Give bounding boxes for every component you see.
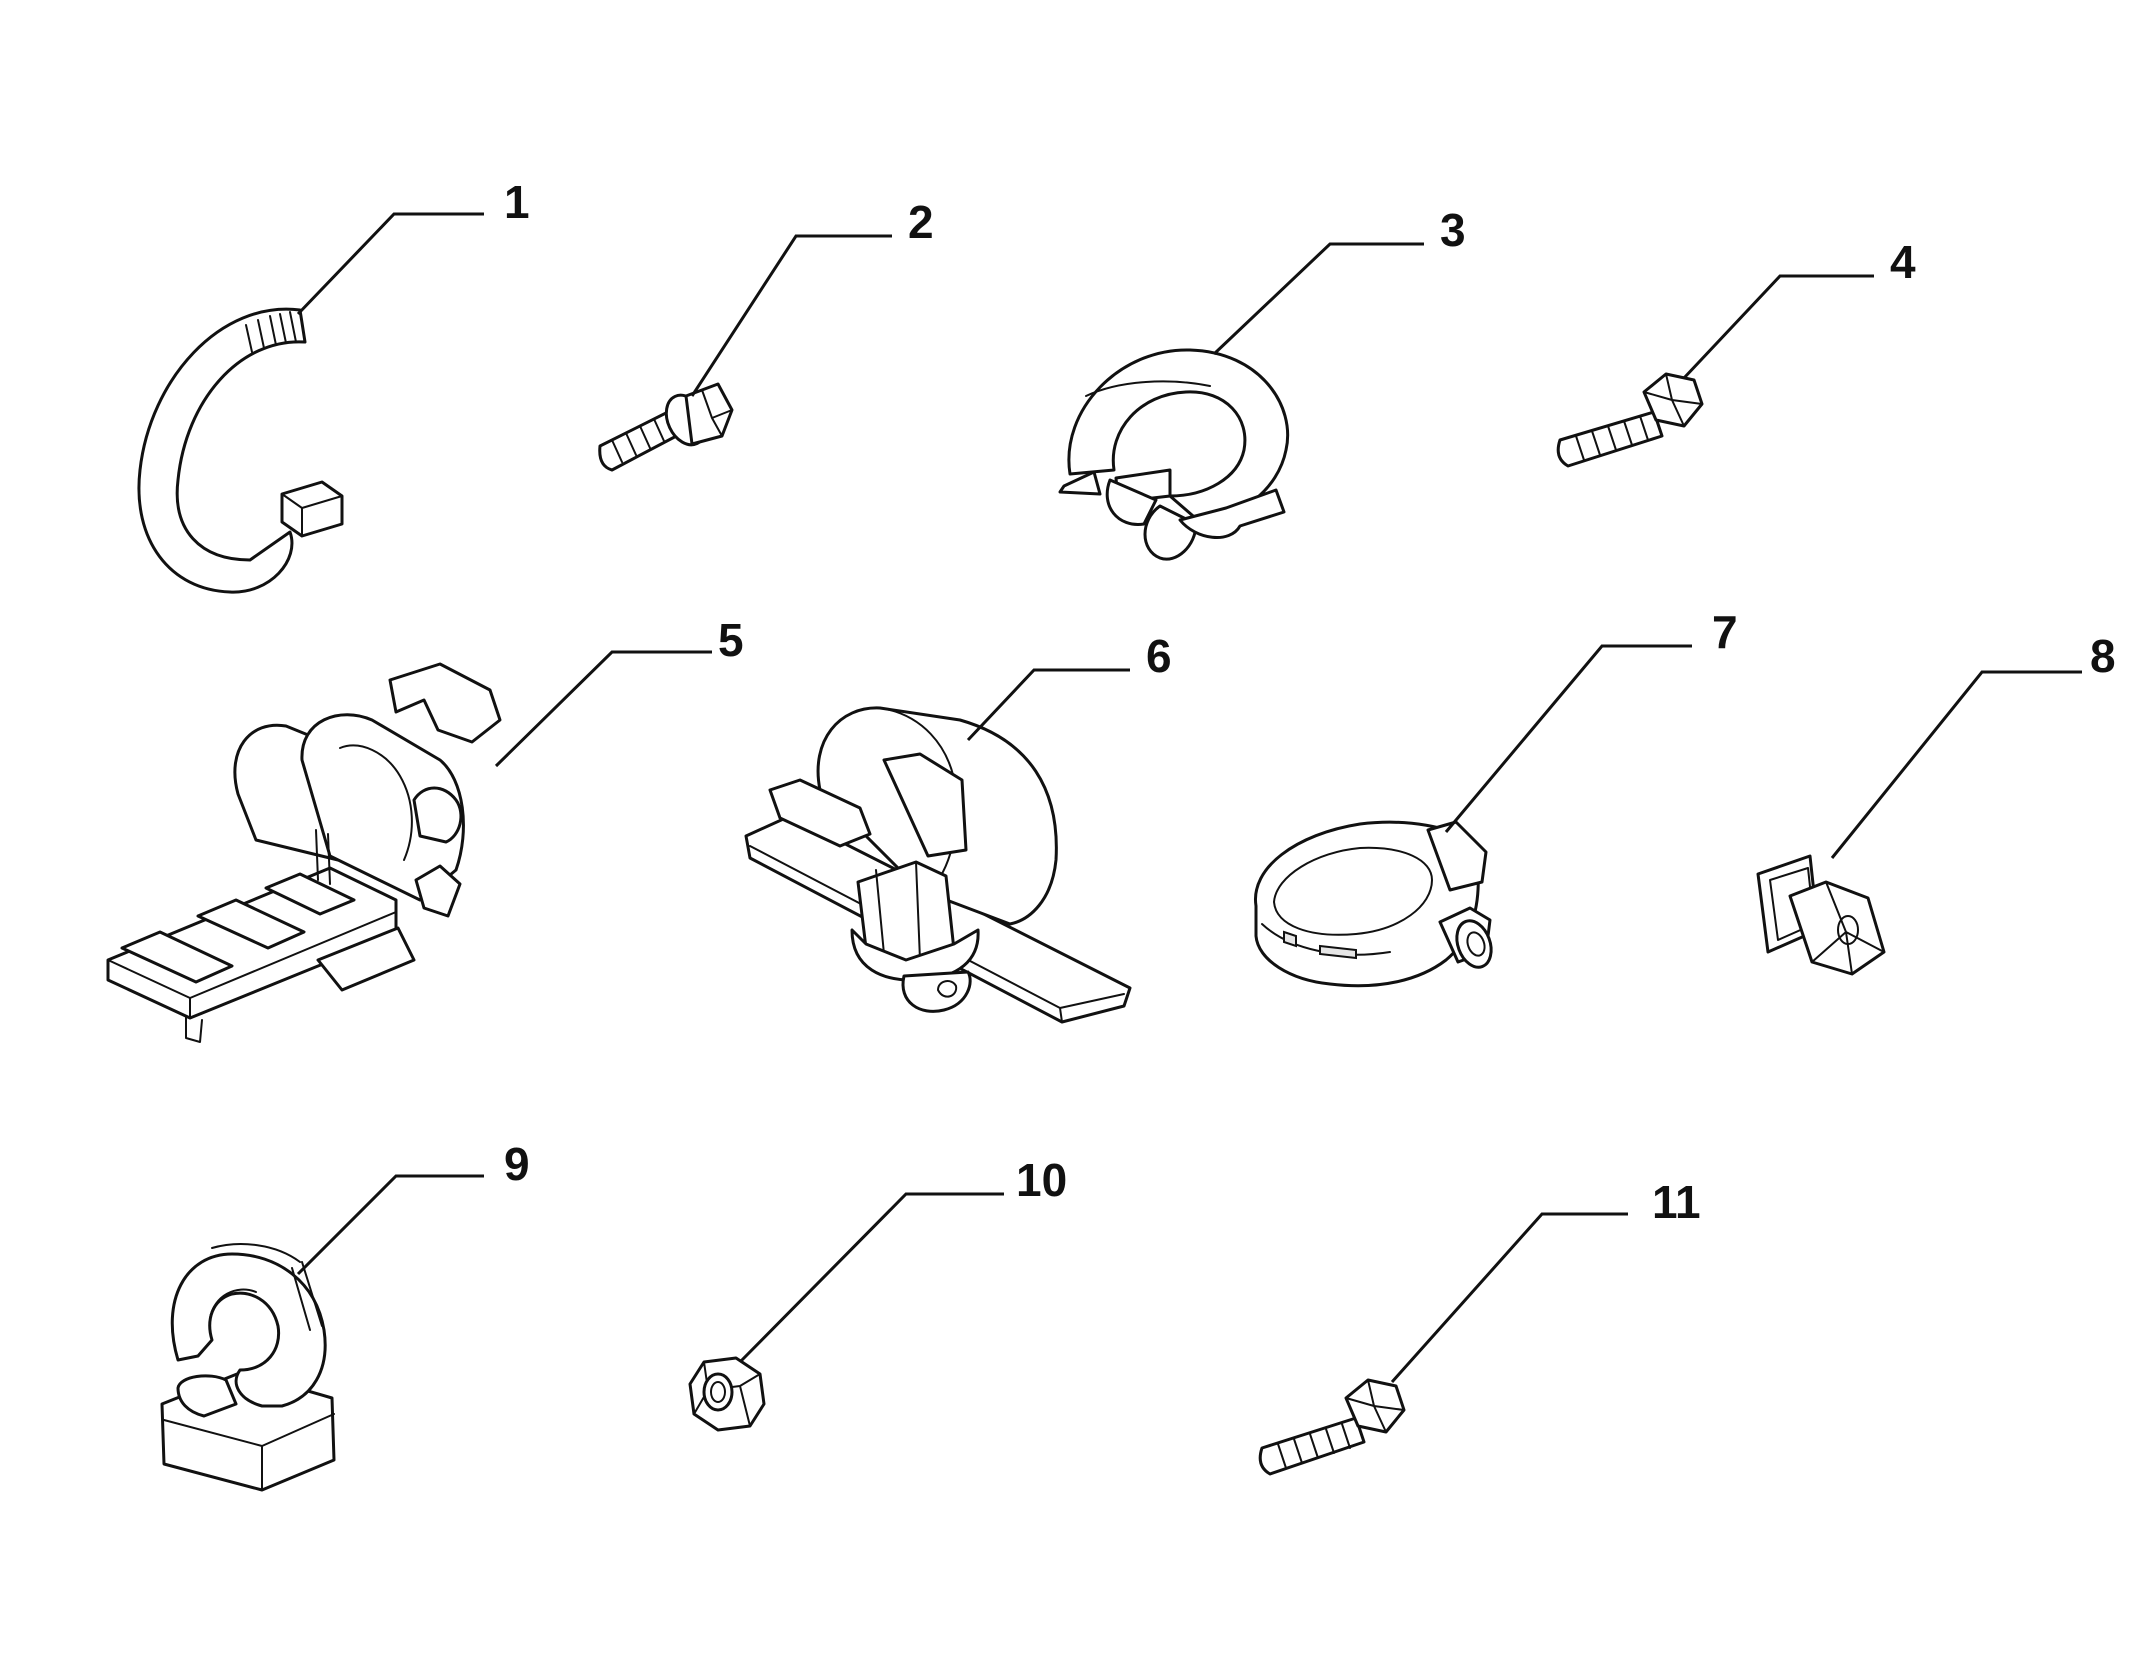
- leader-5: [494, 650, 712, 768]
- leader-9: [296, 1174, 484, 1276]
- part-2-flanged-screw[interactable]: [598, 382, 734, 472]
- part-10-hex-nut[interactable]: [688, 1356, 766, 1432]
- callout-6: 6: [1146, 630, 1172, 682]
- leader-6: [966, 668, 1130, 742]
- part-4-hex-bolt[interactable]: [1556, 372, 1704, 468]
- leader-11: [1390, 1212, 1628, 1383]
- leader-7: [1444, 644, 1692, 833]
- callout-9: 9: [504, 1138, 530, 1190]
- leader-10: [738, 1192, 1004, 1364]
- leader-4: [1682, 274, 1874, 380]
- callout-5: 5: [718, 614, 744, 666]
- leader-2: [690, 234, 892, 397]
- callout-11: 11: [1652, 1176, 1701, 1228]
- callout-2: 2: [908, 196, 934, 248]
- leader-1: [296, 212, 484, 316]
- leader-3: [1212, 242, 1424, 356]
- callout-3: 3: [1440, 204, 1466, 256]
- callout-1: 1: [504, 176, 530, 228]
- callout-7: 7: [1712, 606, 1738, 658]
- callout-labels: 1 2 3 4 5 6 7 8 9 10 11: [504, 176, 2116, 1228]
- part-9-hose-clip[interactable]: [160, 1243, 336, 1492]
- part-6-tie-clip[interactable]: [744, 706, 1132, 1024]
- leader-8: [1830, 670, 2082, 859]
- part-1-cable-tie[interactable]: [137, 307, 344, 594]
- part-8-tie-mount[interactable]: [1756, 854, 1886, 976]
- part-11-hex-bolt[interactable]: [1258, 1378, 1406, 1476]
- callout-4: 4: [1890, 236, 1916, 288]
- part-5-cable-holder[interactable]: [106, 662, 502, 1043]
- callout-8: 8: [2090, 630, 2116, 682]
- part-3-strap-clip[interactable]: [1058, 348, 1290, 561]
- leader-lines: [296, 212, 2082, 1383]
- callout-10: 10: [1016, 1154, 1067, 1206]
- part-7-grommet[interactable]: [1254, 820, 1497, 988]
